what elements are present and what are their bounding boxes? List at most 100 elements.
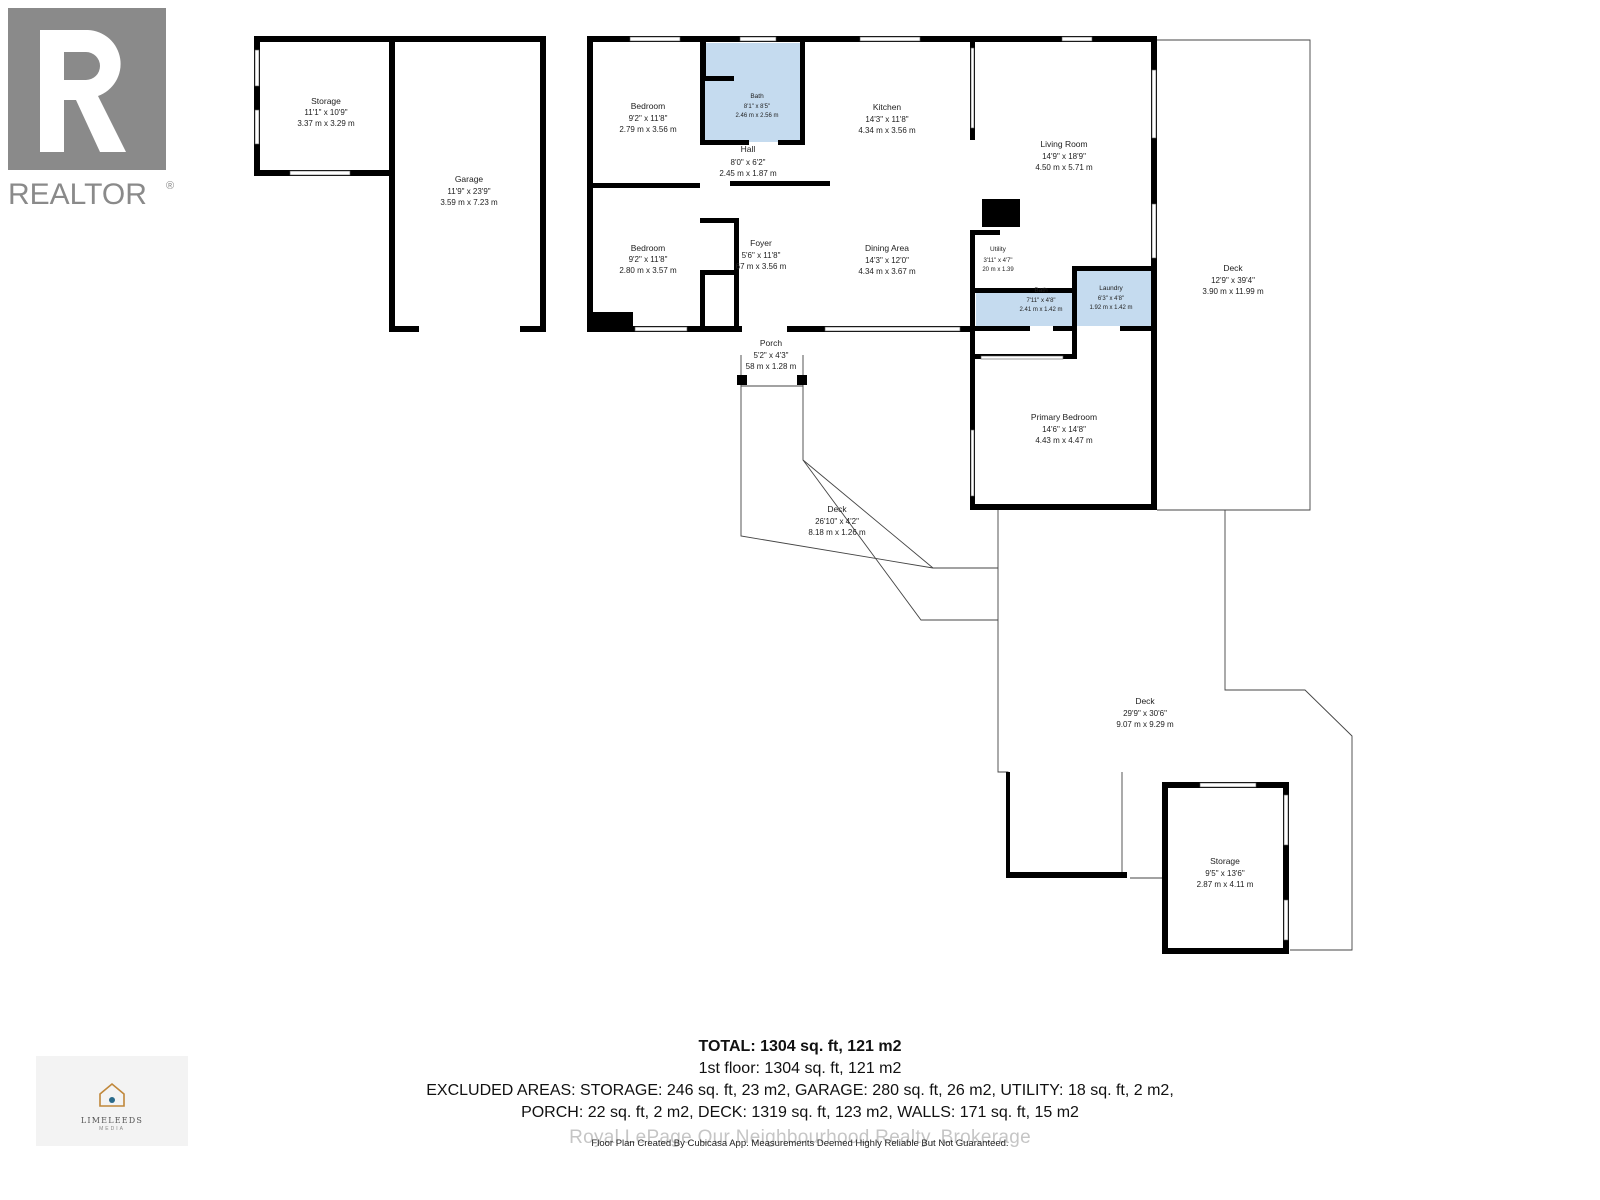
room-laundry: Laundry 6'3" x 4'8" 1.92 m x 1.42 m [1089,285,1132,311]
room-deck-right: Deck 12'9" x 39'4" 3.90 m x 11.99 m [1202,263,1264,296]
room-name: Bath [750,93,764,100]
room-name: Deck [1223,263,1243,273]
room-imperial: 14'3" x 11'8" [865,115,908,124]
limeleeds-subtitle: MEDIA [99,1126,125,1132]
room-utility: Utility 3'11" x 4'7" 20 m x 1.39 [982,246,1014,273]
room-name: Foyer [750,238,772,248]
room-imperial: 5'2" x 4'3" [754,351,789,360]
floor-plan-credit: Floor Plan Created By Cubicasa App. Meas… [591,1138,1009,1149]
room-imperial: 11'9" x 23'9" [447,187,490,196]
walls-storage-bottom [1006,772,1289,954]
room-dining-area: Dining Area 14'3" x 12'0" 4.34 m x 3.67 … [858,243,916,276]
room-storage-bottom: Storage 9'5" x 13'6" 2.87 m x 4.11 m [1197,856,1254,889]
room-metric: 4.34 m x 3.67 m [858,267,916,276]
room-deck-large: Deck 29'9" x 30'6" 9.07 m x 9.29 m [1116,696,1174,729]
room-imperial: 7'11" x 4'8" [1026,298,1055,304]
room-name: Utility [990,246,1007,253]
room-imperial: 29'9" x 30'6" [1123,709,1167,718]
room-imperial: 14'6" x 14'8" [1042,425,1086,434]
room-name: Laundry [1099,285,1123,292]
room-metric: 67 m x 3.56 m [736,262,787,271]
room-name: Deck [1135,696,1155,706]
walls-outbuilding [254,36,546,332]
room-storage-top: Storage 11'1" x 10'9" 3.37 m x 3.29 m [297,96,355,128]
room-imperial: 26'10" x 4'2" [815,517,859,526]
limeleeds-wordmark: LIMELEEDS [80,1116,144,1125]
room-hall: Hall 8'0" x 6'2" 2.45 m x 1.87 m [719,144,777,178]
excluded-areas-line-2: PORCH: 22 sq. ft, 2 m2, DECK: 1319 sq. f… [521,1104,1079,1121]
room-imperial: 8'0" x 6'2" [731,158,766,167]
first-floor-area: 1st floor: 1304 sq. ft, 121 m2 [698,1060,902,1077]
room-metric: 4.50 m x 5.71 m [1035,163,1093,172]
room-metric: 2.46 m x 2.56 m [735,113,778,119]
room-foyer: Foyer 5'6" x 11'8" 67 m x 3.56 m [736,238,787,271]
deck-path-outline-2 [802,386,934,569]
porch-outline [740,355,804,387]
room-imperial: 9'2" x 11'8" [629,114,668,123]
room-imperial: 14'9" x 18'9" [1042,152,1086,161]
room-name: Storage [1210,856,1240,866]
room-imperial: 8'1" x 8'5" [744,104,770,110]
room-imperial: 3'11" x 4'7" [983,258,1012,264]
room-metric: 3.90 m x 11.99 m [1202,287,1264,296]
room-metric: 4.34 m x 3.56 m [858,126,916,135]
room-metric: 3.37 m x 3.29 m [297,119,355,128]
total-area: TOTAL: 1304 sq. ft, 121 m2 [698,1038,902,1055]
room-name: Storage [311,96,341,106]
limeleeds-logo: LIMELEEDS MEDIA [36,1056,188,1146]
room-imperial: 6'3" x 4'8" [1098,296,1124,302]
room-imperial: 9'2" x 11'8" [629,255,668,264]
room-metric: 3.59 m x 7.23 m [440,198,498,207]
realtor-registered-mark: ® [166,180,174,192]
room-metric: 9.07 m x 9.29 m [1116,720,1174,729]
room-porch: Porch 5'2" x 4'3" 58 m x 1.28 m [746,338,797,371]
deck-large-outline-right [1224,510,1353,951]
room-name: Primary Bedroom [1031,412,1097,422]
room-garage: Garage 11'9" x 23'9" 3.59 m x 7.23 m [440,174,498,207]
room-name: Living Room [1040,139,1087,149]
room-imperial: 9'5" x 13'6" [1205,869,1245,878]
room-bedroom-1: Bedroom 9'2" x 11'8" 2.79 m x 3.56 m [619,101,677,134]
room-name: Hall [741,144,756,154]
room-kitchen: Kitchen 14'3" x 11'8" 4.34 m x 3.56 m [858,102,916,135]
room-metric: 4.43 m x 4.47 m [1035,436,1093,445]
room-metric: 2.87 m x 4.11 m [1197,880,1254,889]
room-name: Bedroom [631,243,666,253]
room-metric: 2.79 m x 3.56 m [619,125,677,134]
room-name: Deck [827,504,847,514]
deck-right-outline [1157,39,1311,511]
room-imperial: 5'6" x 11'8" [742,251,781,260]
bath-2-fill [976,293,1076,326]
room-imperial: 12'9" x 39'4" [1211,276,1255,285]
room-bath-2: Bath 7'11" x 4'8" 2.41 m x 1.42 m [1019,287,1062,313]
room-metric: 2.45 m x 1.87 m [719,169,777,178]
room-bath-1: Bath 8'1" x 8'5" 2.46 m x 2.56 m [735,93,778,119]
laundry-fill [1076,270,1153,326]
deck-path-outline-3 [802,459,998,621]
room-metric: 8.18 m x 1.26 m [808,528,866,537]
walls-main-house [587,36,1157,510]
room-metric: 2.41 m x 1.42 m [1019,307,1062,313]
room-metric: 1.92 m x 1.42 m [1089,305,1132,311]
realtor-wordmark: REALTOR [8,178,147,211]
house-icon [99,1082,125,1107]
room-deck-path: Deck 26'10" x 4'2" 8.18 m x 1.26 m [808,504,866,537]
room-metric: 20 m x 1.39 [982,267,1014,273]
excluded-areas-line-1: EXCLUDED AREAS: STORAGE: 246 sq. ft, 23 … [426,1082,1174,1099]
room-metric: 2.80 m x 3.57 m [619,266,677,275]
room-living-room: Living Room 14'9" x 18'9" 4.50 m x 5.71 … [1035,139,1093,172]
room-name: Bath [1034,287,1048,294]
room-imperial: 11'1" x 10'9" [304,108,347,117]
deck-path-outline-1 [740,386,998,569]
room-name: Garage [455,174,484,184]
room-imperial: 14'3" x 12'0" [865,256,909,265]
realtor-logo: REALTOR ® [8,8,174,211]
realtor-r-glyph [40,30,126,152]
room-name: Bedroom [631,101,666,111]
room-metric: 58 m x 1.28 m [746,362,797,371]
brokerage-watermark: Royal LePage Our Neighbourhood Realty, B… [569,1127,1031,1148]
room-name: Porch [760,338,782,348]
room-bedroom-2: Bedroom 9'2" x 11'8" 2.80 m x 3.57 m [619,243,677,275]
room-name: Kitchen [873,102,902,112]
deck-outlines [740,39,1353,951]
